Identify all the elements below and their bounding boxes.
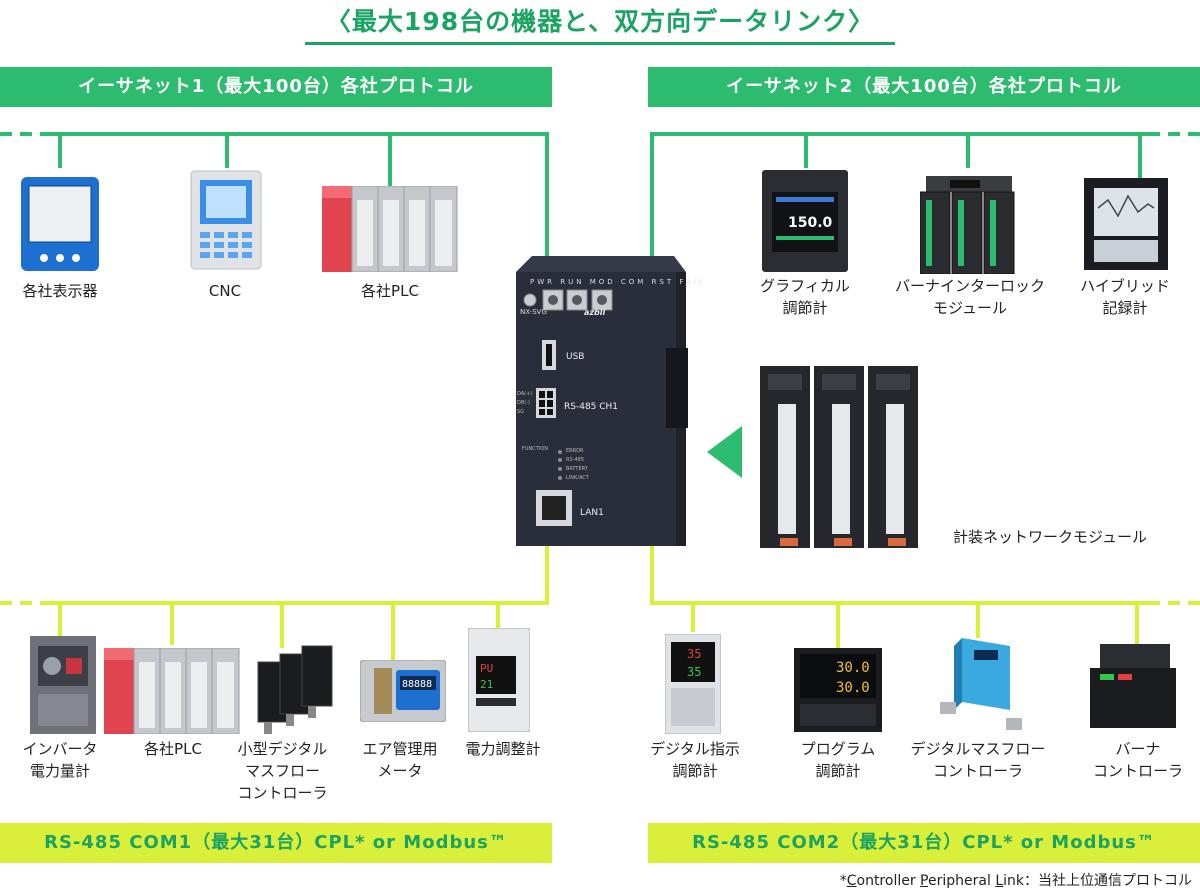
footnote: *Controller Peripheral Link：当社上位通信プロトコル bbox=[839, 873, 1192, 889]
svg-text:21: 21 bbox=[480, 678, 493, 691]
eth1-device-label: 各社表示器 bbox=[22, 282, 98, 300]
controller-lan-label: LAN1 bbox=[580, 508, 604, 518]
controller-rs485-label: RS-485 CH1 bbox=[564, 402, 619, 412]
eth1-device-label: 各社PLC bbox=[361, 282, 419, 300]
digital-mass-flow-controller-icon bbox=[940, 638, 1022, 730]
eth2-device-label: ハイブリッド 記録計 bbox=[1080, 277, 1170, 317]
com2-device-label: デジタルマスフロー コントローラ bbox=[910, 740, 1046, 780]
controller-unit bbox=[516, 256, 688, 546]
svg-text:88888: 88888 bbox=[402, 679, 432, 690]
com1-device-label: インバータ 電力量計 bbox=[22, 740, 98, 780]
title-underline bbox=[305, 42, 895, 45]
network-module-icon bbox=[760, 366, 918, 548]
svg-text:30.0: 30.0 bbox=[836, 660, 870, 676]
page-title: 〈最大198台の機器と、双方向データリンク〉 bbox=[325, 7, 875, 36]
burner-interlock-module-icon bbox=[920, 176, 1015, 274]
controller-led-labels: ERROR RS-485 BATTERY LINK/ACT bbox=[566, 448, 589, 481]
svg-text:35: 35 bbox=[687, 647, 701, 661]
eth2-device-label: グラフィカル 調節計 bbox=[760, 277, 850, 317]
arrow-left-icon bbox=[707, 426, 742, 478]
inverter-icon bbox=[30, 636, 96, 734]
eth2-device-label: バーナインターロック モジュール bbox=[894, 277, 1045, 317]
com2-device-label: プログラム 調節計 bbox=[800, 740, 876, 780]
hybrid-recorder-icon bbox=[1084, 178, 1168, 270]
controller-top-labels: PWR RUN MOD COM RST FAIL bbox=[530, 278, 706, 286]
power-regulator-icon: PU 21 bbox=[468, 628, 530, 732]
plc-icon bbox=[104, 648, 240, 734]
network-module-label: 計装ネットワークモジュール bbox=[953, 528, 1147, 546]
cnc-icon bbox=[190, 170, 262, 270]
air-meter-icon: 88888 bbox=[360, 660, 446, 722]
svg-text:PU: PU bbox=[480, 662, 493, 675]
controller-pin-labels: DA(+) DB(-) SG bbox=[517, 391, 533, 415]
plc-icon bbox=[322, 186, 458, 272]
svg-text:35: 35 bbox=[687, 665, 701, 679]
digital-indicating-controller-icon: 35 35 bbox=[665, 634, 721, 734]
com1-bar: RS-485 COM1（最大31台）CPL* or Modbus™ bbox=[0, 823, 552, 863]
program-controller-icon: 30.0 30.0 bbox=[794, 648, 882, 732]
display-panel-icon bbox=[21, 177, 99, 271]
com1-device-label: 電力調整計 bbox=[465, 740, 541, 758]
controller-function-label: FUNCTION bbox=[522, 446, 548, 452]
controller-brand: azbil bbox=[584, 308, 606, 317]
com2-bar: RS-485 COM2（最大31台）CPL* or Modbus™ bbox=[648, 823, 1200, 863]
com2-device-label: デジタル指示 調節計 bbox=[650, 740, 740, 780]
mass-flow-controller-icon bbox=[257, 645, 333, 734]
com1-device-label: 小型デジタル マスフロー コントローラ bbox=[237, 740, 328, 802]
eth1-device-label: CNC bbox=[208, 282, 242, 300]
com1-wire bbox=[0, 540, 549, 605]
com2-device-label: バーナ コントローラ bbox=[1092, 740, 1183, 780]
eth2-bar: イーサネット2（最大100台）各社プロトコル bbox=[648, 67, 1200, 107]
burner-controller-icon bbox=[1090, 644, 1176, 728]
com1-device-label: エア管理用 メータ bbox=[362, 740, 438, 780]
graphical-controller-icon: 150.0 bbox=[762, 170, 848, 272]
com1-device-label: 各社PLC bbox=[144, 740, 202, 758]
controller-model: NX-SVG bbox=[520, 308, 547, 316]
com2-wire bbox=[650, 540, 1200, 605]
eth1-bar: イーサネット1（最大100台）各社プロトコル bbox=[0, 67, 552, 107]
svg-text:150.0: 150.0 bbox=[788, 215, 833, 231]
svg-text:30.0: 30.0 bbox=[836, 680, 870, 696]
controller-usb-label: USB bbox=[566, 352, 585, 362]
